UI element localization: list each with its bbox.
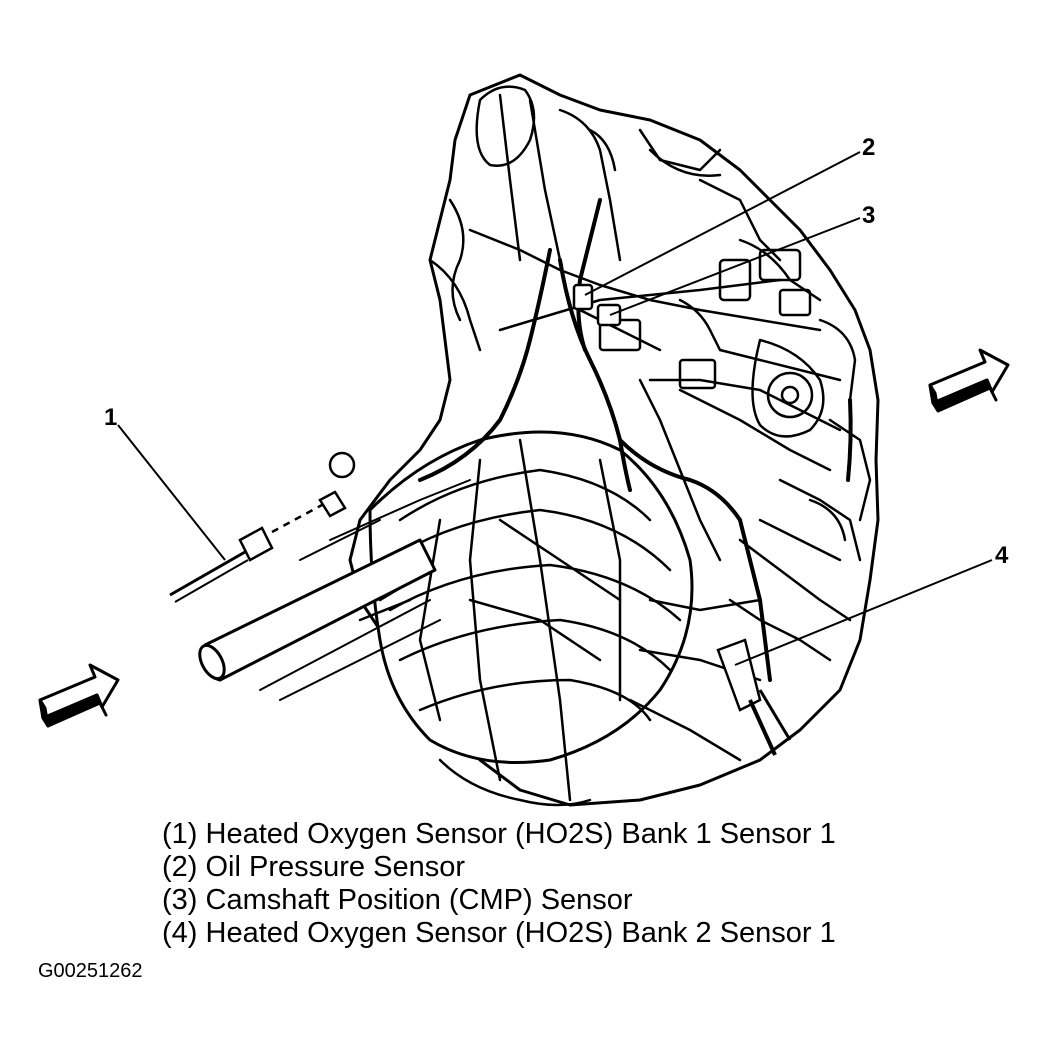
engine-transmission-diagram bbox=[38, 73, 1010, 807]
transmission-ribs bbox=[358, 438, 762, 807]
leader-line-3 bbox=[609, 217, 861, 316]
leader-line-2 bbox=[584, 151, 861, 296]
callout-number-2: 2 bbox=[862, 134, 876, 161]
leader-lines bbox=[117, 151, 993, 666]
leader-line-4 bbox=[734, 559, 993, 666]
wiring-harness bbox=[418, 198, 853, 682]
front-arrow-right bbox=[928, 348, 1010, 413]
front-arrow-left bbox=[38, 663, 120, 728]
legend: (1) Heated Oxygen Sensor (HO2S) Bank 1 S… bbox=[162, 818, 918, 950]
legend-item-4: (4) Heated Oxygen Sensor (HO2S) Bank 2 S… bbox=[162, 917, 836, 949]
legend-item-2: (2) Oil Pressure Sensor bbox=[162, 851, 465, 883]
callout-number-4: 4 bbox=[995, 542, 1009, 569]
sensor-3-cmp bbox=[596, 303, 622, 327]
callout-number-3: 3 bbox=[862, 202, 876, 229]
leader-line-1 bbox=[117, 424, 226, 561]
sensor-4-ho2s-bank2 bbox=[716, 638, 792, 756]
legend-item-3: (3) Camshaft Position (CMP) Sensor bbox=[162, 884, 633, 916]
legend-item-1: (1) Heated Oxygen Sensor (HO2S) Bank 1 S… bbox=[162, 818, 836, 850]
driveshaft bbox=[198, 538, 437, 682]
engine-details bbox=[428, 85, 872, 662]
install-dash-line bbox=[271, 503, 323, 534]
driveshaft-lines bbox=[259, 479, 471, 701]
sensor-2-oil-pressure bbox=[572, 283, 594, 311]
callout-number-1: 1 bbox=[104, 404, 118, 431]
figure-id: G00251262 bbox=[38, 960, 143, 982]
sensor-1-ho2s-bank1 bbox=[169, 451, 356, 603]
